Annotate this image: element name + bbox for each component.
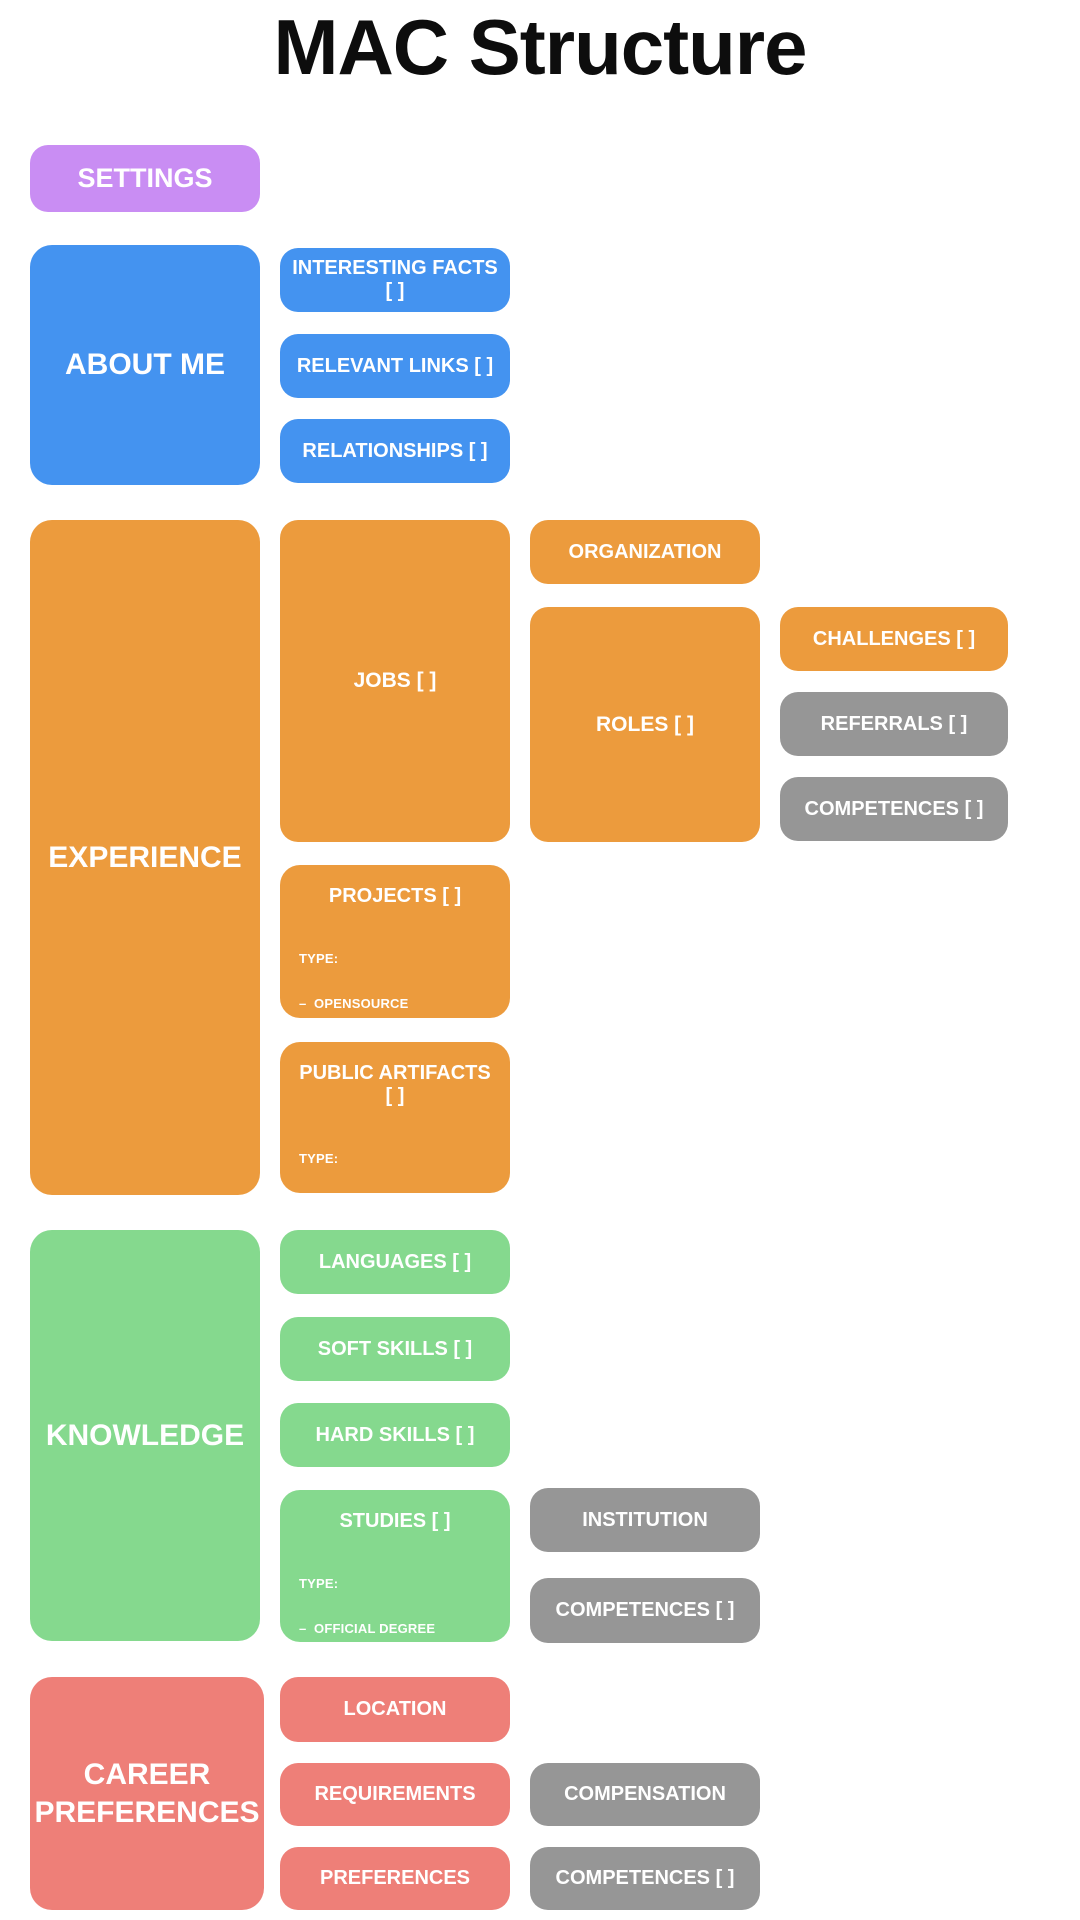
competences-studies-node: COMPETENCES [ ] xyxy=(530,1578,760,1643)
challenges-node: CHALLENGES [ ] xyxy=(780,607,1008,671)
type-label: TYPE: xyxy=(299,951,339,967)
location-node: LOCATION xyxy=(280,1677,510,1742)
roles-node: ROLES [ ] xyxy=(530,607,760,842)
public-artifacts-label: PUBLIC ARTIFACTS [ ] xyxy=(299,1062,491,1107)
requirements-node: REQUIREMENTS xyxy=(280,1763,510,1826)
relevant-links-node: RELEVANT LINKS [ ] xyxy=(280,334,510,398)
experience-node: EXPERIENCE xyxy=(30,520,260,1195)
public-artifacts-node: PUBLIC ARTIFACTS [ ] TYPE: – POST – ACHI… xyxy=(280,1042,510,1347)
relationships-node: RELATIONSHIPS [ ] xyxy=(280,419,510,483)
page-title: MAC Structure xyxy=(273,3,807,91)
about-me-node: ABOUT ME xyxy=(30,245,260,485)
soft-skills-node: SOFT SKILLS [ ] xyxy=(280,1317,510,1381)
organization-node: ORGANIZATION xyxy=(530,520,760,584)
interesting-facts-node: INTERESTING FACTS [ ] xyxy=(280,248,510,312)
languages-node: LANGUAGES [ ] xyxy=(280,1230,510,1294)
preferences-node: PREFERENCES xyxy=(280,1847,510,1910)
knowledge-node: KNOWLEDGE xyxy=(30,1230,260,1641)
list-item: – POST xyxy=(299,1196,351,1212)
institution-node: INSTITUTION xyxy=(530,1488,760,1552)
settings-node: SETTINGS xyxy=(30,145,260,212)
competences-preferences-node: COMPETENCES [ ] xyxy=(530,1847,760,1910)
list-item: – OFFICIAL DEGREE xyxy=(299,1621,436,1637)
competences-roles-node: COMPETENCES [ ] xyxy=(780,777,1008,841)
projects-node: PROJECTS [ ] TYPE: – OPENSOURCE – SIDEPR… xyxy=(280,865,510,1147)
type-label: TYPE: xyxy=(299,1151,339,1167)
hard-skills-node: HARD SKILLS [ ] xyxy=(280,1403,510,1467)
studies-label: STUDIES [ ] xyxy=(339,1510,451,1532)
jobs-node: JOBS [ ] xyxy=(280,520,510,842)
career-preferences-node: CAREER PREFERENCES xyxy=(30,1677,264,1910)
studies-node: STUDIES [ ] TYPE: – OFFICIAL DEGREE – CE… xyxy=(280,1490,510,1772)
compensation-node: COMPENSATION xyxy=(530,1763,760,1826)
type-label: TYPE: xyxy=(299,1576,339,1592)
referrals-node: REFERRALS [ ] xyxy=(780,692,1008,756)
projects-label: PROJECTS [ ] xyxy=(328,885,462,907)
list-item: – OPENSOURCE xyxy=(299,996,409,1012)
